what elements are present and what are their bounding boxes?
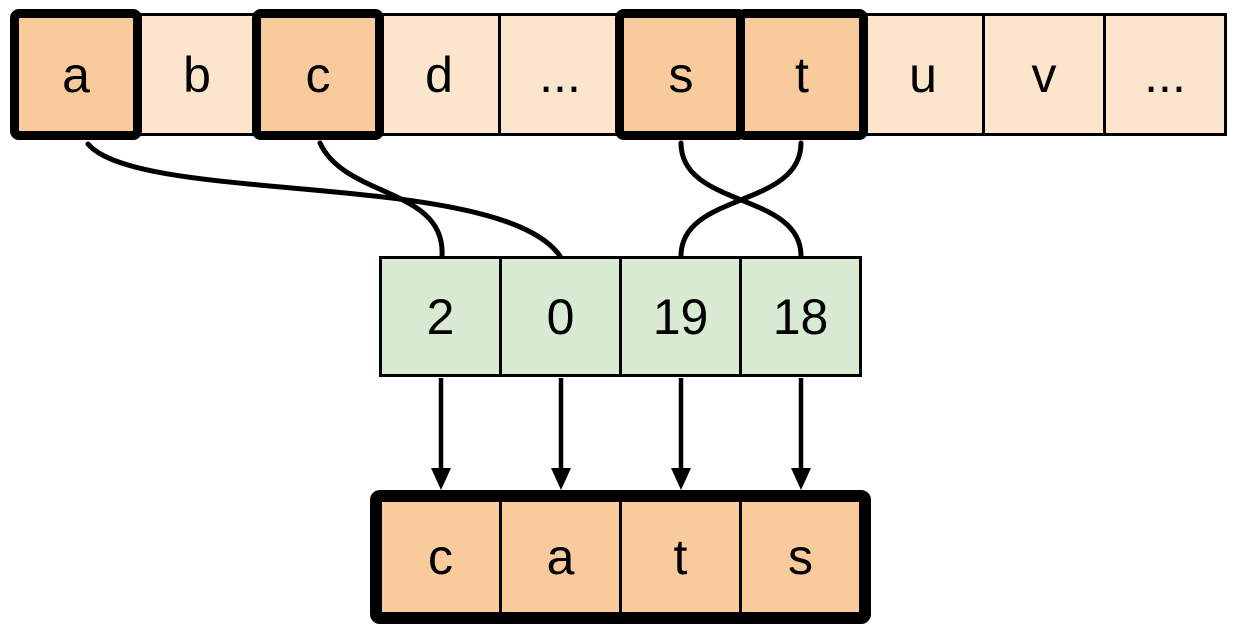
arrowhead-icon: [791, 468, 811, 490]
result-cell-3: s: [742, 502, 859, 612]
alphabet-cell-s: s: [615, 9, 747, 140]
curve-t-to-index-19: [678, 140, 804, 259]
result-array: c a t s: [370, 490, 871, 624]
arrowhead-icon: [551, 468, 571, 490]
alphabet-cell-b: b: [138, 16, 256, 133]
curve-c-to-index-2: [317, 140, 445, 259]
result-cell-1: a: [502, 502, 619, 612]
index-cell-0: 2: [382, 259, 499, 374]
alphabet-cell-t: t: [736, 9, 868, 140]
alphabet-cell-v: v: [985, 16, 1103, 133]
arrowhead-icon: [671, 468, 691, 490]
index-cell-2: 19: [622, 259, 739, 374]
index-cell-3: 18: [742, 259, 859, 374]
alphabet-cell-u: u: [864, 16, 982, 133]
alphabet-cell-ellipsis2: ...: [1106, 16, 1224, 133]
alphabet-cell-a: a: [10, 9, 142, 140]
result-cell-2: t: [622, 502, 739, 612]
result-cell-0: c: [382, 502, 499, 612]
alphabet-array: a b c d ... s t u v ...: [10, 9, 1227, 140]
curve-a-to-index-0: [85, 141, 563, 259]
alphabet-cell-c: c: [252, 9, 384, 140]
alphabet-cell-d: d: [380, 16, 498, 133]
index-array: 2 0 19 18: [379, 256, 862, 377]
index-cell-1: 0: [502, 259, 619, 374]
alphabet-cell-ellipsis: ...: [501, 16, 619, 133]
curve-s-to-index-18: [678, 140, 804, 259]
arrowhead-icon: [431, 468, 451, 490]
